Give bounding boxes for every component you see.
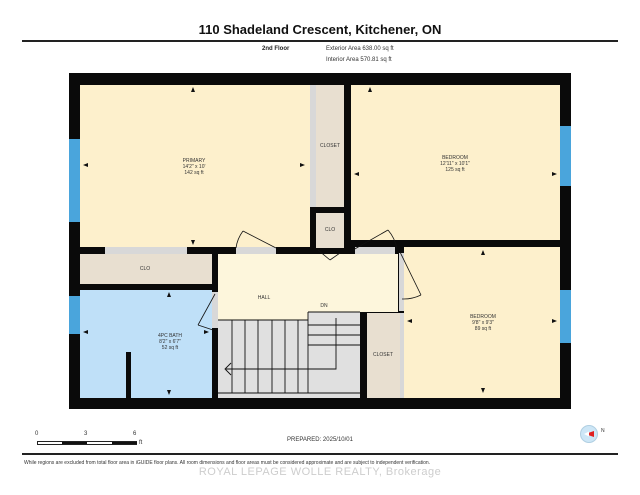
room-name: CLOSET — [372, 352, 394, 358]
compass-icon — [580, 425, 598, 443]
prepared-date: PREPARED: 2025/10/01 — [287, 437, 353, 443]
disclaimer: While regions are excluded from total fl… — [24, 460, 431, 466]
room-name: PRIMARY — [182, 158, 206, 164]
bath-partition — [126, 352, 131, 398]
footer-divider — [22, 453, 618, 455]
room-name: HALL — [257, 295, 271, 301]
closet-bedroom-2[interactable] — [367, 313, 400, 398]
plan-linework — [83, 87, 557, 395]
room-dims: 9'8" x 9'3" — [472, 320, 494, 326]
room-dims: 8'2" x 6'7" — [159, 339, 181, 345]
room-hall[interactable] — [218, 254, 398, 312]
stairs-direction: DN — [320, 303, 328, 309]
room-name: BEDROOM — [470, 314, 496, 320]
window-bedroom-2 — [560, 290, 571, 343]
hall-landing — [218, 312, 308, 320]
scale-tick-0: 0 — [35, 431, 39, 437]
window-primary — [69, 139, 80, 222]
room-label-bedroom-2: BEDROOM 9'8" x 9'3" 89 sq ft — [470, 314, 496, 332]
scale-tick-6: 6 — [133, 431, 137, 437]
primary-door-gap — [236, 247, 276, 254]
window-bath — [69, 296, 80, 334]
exterior-area: Exterior Area 638.00 sq ft — [326, 46, 394, 52]
scale-segment — [62, 442, 87, 444]
room-label-hall: HALL — [258, 295, 271, 301]
room-bedroom-2[interactable] — [404, 247, 560, 398]
room-label-bedroom-1: BEDROOM 12'11" x 10'1" 125 sq ft — [440, 155, 470, 173]
scale-unit: ft — [139, 440, 143, 446]
closet-primary[interactable] — [316, 85, 344, 207]
room-name: CLOSET — [319, 143, 341, 149]
room-label-closet-bedroom-2: CLOSET — [373, 352, 393, 358]
room-bedroom-1[interactable] — [351, 85, 560, 240]
closet-door-track — [310, 85, 316, 207]
room-label-clo-hall: CLO — [140, 266, 150, 272]
closet-hall[interactable] — [80, 254, 212, 284]
room-name: CLO — [324, 227, 336, 233]
room-label-clo-small: CLO — [325, 227, 335, 233]
room-area: 52 sq ft — [161, 345, 179, 351]
floor-plan: PRIMARY 14'2" x 10' 142 sq ft CLOSET CLO… — [69, 73, 571, 409]
room-name: CLO — [139, 266, 151, 272]
watermark: ROYAL LEPAGE WOLLE REALTY, Brokerage — [198, 466, 442, 478]
page-title: 110 Shadeland Crescent, Kitchener, ON — [198, 22, 442, 37]
closet-door-track-2 — [400, 313, 404, 398]
room-area: 142 sq ft — [184, 170, 204, 176]
room-bath[interactable] — [80, 290, 212, 398]
scale-tick-3: 3 — [84, 431, 88, 437]
closet-door-gap — [105, 247, 187, 254]
bedroom-2-door-gap — [399, 253, 404, 311]
bedroom-1-door-gap — [355, 247, 395, 254]
room-label-primary: PRIMARY 14'2" x 10' 142 sq ft — [183, 158, 206, 176]
bath-door-gap — [212, 292, 218, 328]
room-dims: 14'2" x 10' — [182, 164, 206, 170]
room-label-bath: 4PC BATH 8'2" x 6'7" 52 sq ft — [158, 333, 182, 351]
window-bedroom-1 — [560, 126, 571, 186]
compass-north-label: N — [601, 428, 605, 434]
scale-bar-frame — [37, 441, 137, 445]
room-dims: 12'11" x 10'1" — [440, 161, 470, 167]
room-area: 125 sq ft — [445, 167, 465, 173]
room-area: 89 sq ft — [474, 326, 492, 332]
floor-label: 2nd Floor — [262, 46, 290, 52]
stairs-label: DN — [320, 303, 327, 309]
room-name: BEDROOM — [442, 155, 468, 161]
stairs-top — [308, 312, 360, 322]
room-label-closet-primary: CLOSET — [320, 143, 340, 149]
closet-small[interactable] — [316, 213, 344, 248]
scale-segment — [112, 442, 137, 444]
interior-area: Interior Area 570.81 sq ft — [326, 57, 392, 63]
header-divider — [22, 40, 618, 42]
room-name: 4PC BATH — [157, 333, 183, 339]
room-primary[interactable] — [80, 85, 310, 247]
